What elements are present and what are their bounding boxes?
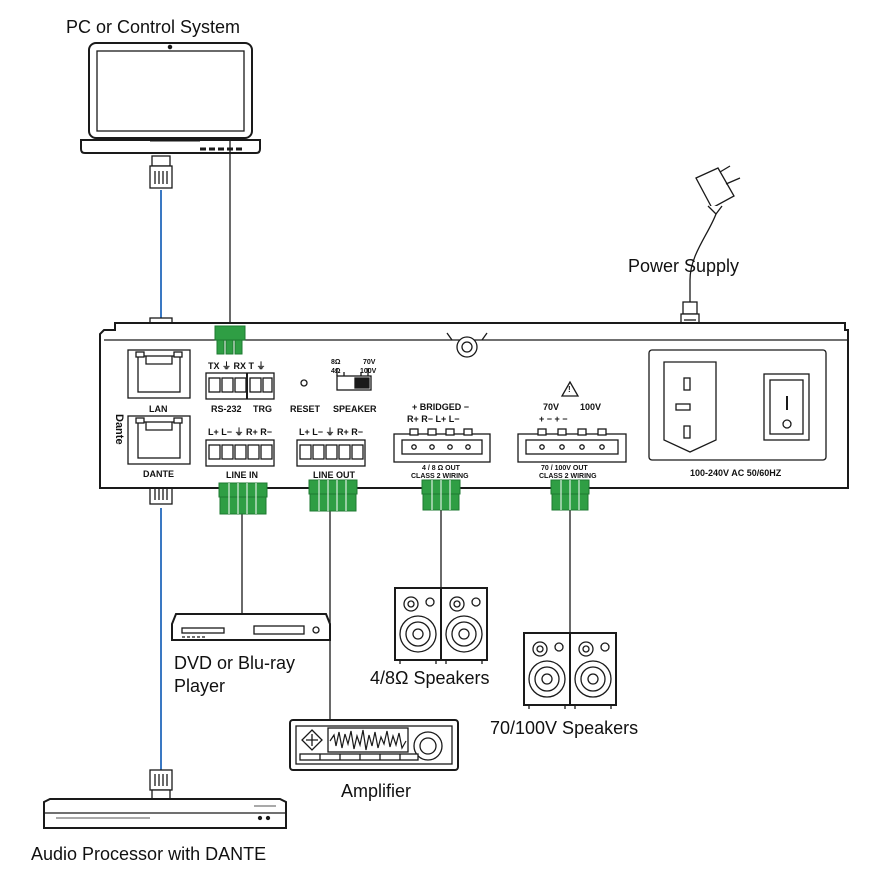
dvd-label-line2: Player (174, 676, 226, 696)
power-plug-icon (680, 165, 741, 341)
ac-rating-label: 100-240V AC 50/60HZ (690, 468, 782, 478)
speakers-48-label: 4/8Ω Speakers (370, 668, 490, 688)
dvd-label-line1: DVD or Blu-ray (174, 653, 296, 673)
out70-label: 70 / 100V OUT (541, 465, 588, 472)
warning-icon (560, 380, 580, 397)
trg-label: TRG (253, 404, 272, 414)
speaker-icon (394, 587, 442, 664)
amplifier-label: Amplifier (341, 781, 412, 801)
rs232-terminal (205, 372, 275, 400)
line-out-terminal (296, 439, 366, 467)
v70-label: 70V (543, 402, 560, 412)
speaker-icon (440, 587, 488, 664)
reset-button (300, 379, 308, 387)
dante-port (127, 415, 191, 465)
switch-70v-label: 70V (363, 359, 376, 366)
speaker-icon (569, 632, 617, 709)
speaker-icon (523, 632, 571, 709)
speakers-70-label: 70/100V Speakers (490, 718, 639, 738)
ac-inlet-panel (648, 349, 827, 461)
switch-4ohm-label: 4Ω (331, 368, 341, 375)
warning-mark: ! (568, 385, 571, 394)
line-in-terminal (205, 439, 275, 467)
line-out-label: LINE OUT (313, 470, 355, 480)
bridged-label: + BRIDGED − (412, 402, 470, 412)
lan-label: LAN (149, 404, 168, 414)
switch-100v-label: 100V (360, 368, 377, 375)
out70-wiring-label: CLASS 2 WIRING (539, 473, 597, 480)
plug-dividers (228, 480, 580, 514)
laptop-icon (80, 42, 261, 154)
ethernet-plug-icon (149, 155, 173, 189)
reset-label: RESET (290, 404, 321, 414)
speaker-label: SPEAKER (333, 404, 377, 414)
pc-label: PC or Control System (66, 17, 241, 37)
v100-label: 100V (580, 402, 602, 412)
dvd-player-icon (171, 613, 331, 641)
rs232-pin-labels: TX ⏚ RX T ⏚ (208, 361, 266, 371)
power-cable (689, 213, 717, 305)
audio-processor-label: Audio Processor with DANTE (31, 844, 267, 864)
speaker-48-terminal (393, 428, 491, 463)
line-in-pin-labels: L+ L− ⏚ R+ R− (208, 427, 273, 437)
out48-wiring-label: CLASS 2 WIRING (411, 473, 469, 480)
pm-pin-labels: + − + − (539, 414, 568, 424)
bridged-pin-labels: R+ R− L+ L− (407, 414, 460, 424)
rs232-label: RS-232 (211, 404, 242, 414)
line-out-pin-labels: L+ L− ⏚ R+ R− (299, 427, 364, 437)
audio-processor-icon (43, 798, 287, 829)
power-supply-label: Power Supply (628, 256, 740, 276)
speaker-70-terminal (517, 428, 627, 463)
speaker-switch (336, 368, 372, 391)
amplifier-icon (289, 719, 459, 771)
lan-port (127, 349, 191, 399)
dante-logo: Dante (113, 414, 125, 445)
out48-label: 4 / 8 Ω OUT (422, 465, 460, 472)
line-in-label: LINE IN (226, 470, 259, 480)
switch-8ohm-label: 8Ω (331, 359, 341, 366)
dante-port-label: DANTE (143, 469, 174, 479)
ethernet-plug-icon (149, 769, 173, 801)
